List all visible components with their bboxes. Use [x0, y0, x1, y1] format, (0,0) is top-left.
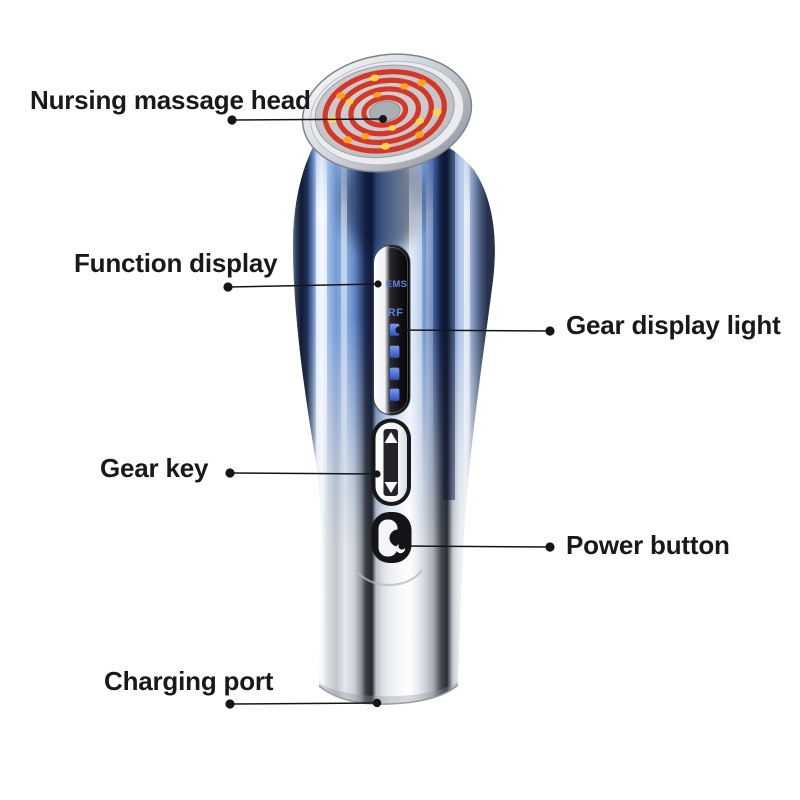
leader-dot	[225, 699, 235, 709]
device-body	[293, 131, 495, 705]
label-charging-port: Charging port	[104, 666, 274, 696]
leader-dot	[372, 698, 382, 708]
streak-highlight	[316, 140, 327, 520]
streak-highlight	[341, 150, 347, 500]
leader-gear-key	[225, 468, 381, 478]
gear-key-control	[371, 418, 411, 506]
leader-dot	[379, 115, 387, 123]
leader-power-button	[398, 542, 555, 552]
gear-indicator	[389, 345, 400, 359]
gear-key-center-bar	[383, 429, 398, 496]
label-gear-key: Gear key	[100, 453, 209, 483]
leader-dot	[545, 326, 555, 336]
streak-highlight	[426, 155, 433, 495]
label-function-display: Function display	[74, 248, 278, 278]
label-power-button: Power button	[566, 530, 730, 560]
below-power-reflection-arc	[355, 569, 423, 587]
up-arrow-icon	[384, 432, 398, 443]
leader-dot	[395, 326, 403, 334]
neck-dark-reflection	[341, 146, 425, 254]
gear-indicator	[389, 388, 400, 402]
bottom-rim-line	[318, 684, 459, 705]
leader-function-display	[223, 280, 382, 292]
gear-indicator	[389, 367, 400, 381]
leader-dot	[374, 280, 382, 288]
streak-dark-navy	[443, 150, 455, 500]
annotation-lines	[223, 115, 555, 709]
gear-display-lights	[389, 323, 400, 402]
power-button-control	[371, 512, 412, 563]
leader-massage-head	[227, 115, 387, 125]
leader-dot	[223, 282, 233, 292]
function-display-panel: EMS RF	[373, 244, 411, 416]
leader-dot	[227, 115, 237, 125]
rf-mode-label: RF	[388, 307, 404, 319]
leader-dot	[545, 542, 555, 552]
leader-dot	[398, 542, 406, 550]
label-massage-head: Nursing massage head	[30, 85, 311, 115]
leader-charging-port	[225, 698, 382, 709]
ems-mode-label: EMS	[386, 279, 408, 290]
label-gear-display-light: Gear display light	[566, 310, 781, 340]
streak-highlight	[409, 150, 422, 520]
leader-gear-display-light	[395, 326, 555, 336]
down-arrow-icon	[384, 482, 398, 493]
leader-dot	[225, 468, 235, 478]
leader-dot	[373, 470, 381, 478]
